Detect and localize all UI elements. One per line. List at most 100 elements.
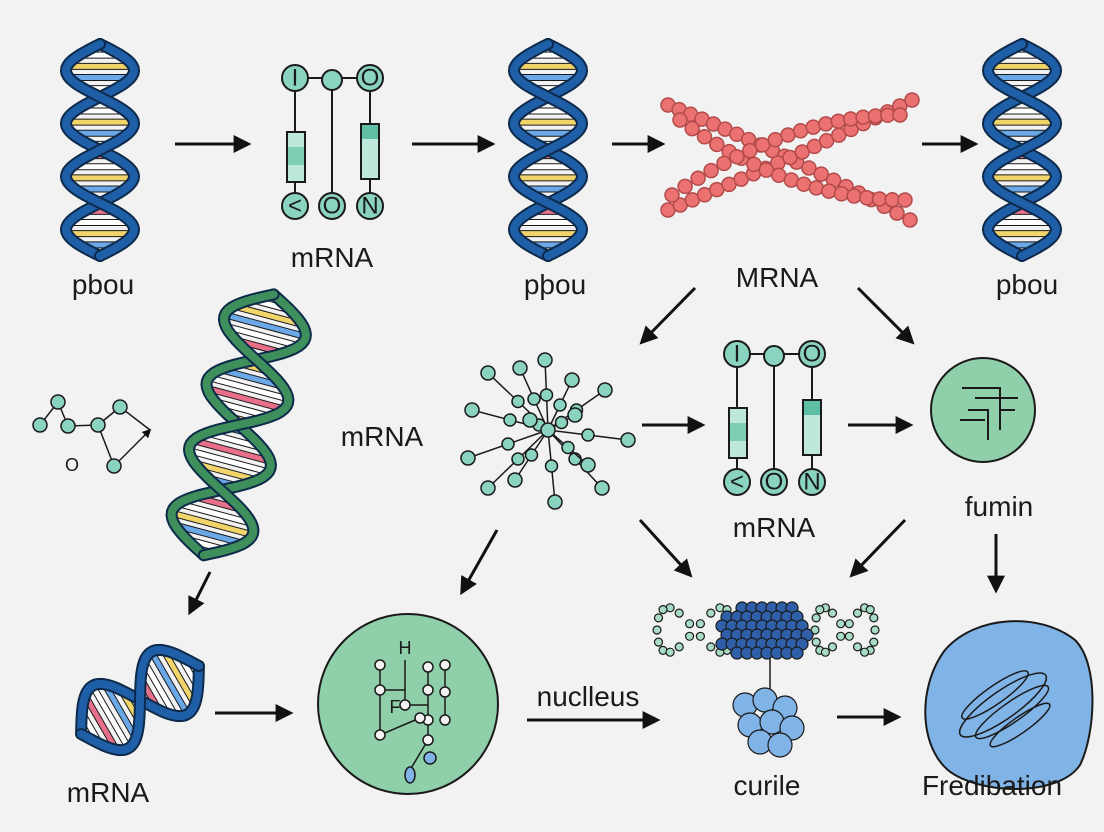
cluster-bead (852, 642, 863, 652)
network-node (594, 480, 610, 496)
protein-bead (833, 186, 850, 202)
protein-bead (871, 191, 888, 207)
protein-bead (889, 205, 905, 221)
protein-bead (716, 155, 732, 172)
protein-bead (830, 113, 847, 129)
network-node (537, 352, 553, 368)
dna-helix-green (165, 288, 312, 562)
protein-bead (818, 116, 834, 132)
helix-rung-fill (192, 438, 271, 464)
protein-bead (709, 136, 725, 153)
codon-glyph-bottom-right: N (361, 193, 378, 220)
cluster-bead (790, 646, 804, 660)
dna-helix-1 (59, 38, 141, 262)
network-node (512, 360, 528, 376)
cluster-bead (658, 604, 668, 615)
cluster-bead (653, 637, 664, 647)
cluster-bead (827, 642, 838, 652)
label-mrna-mid: mRNA (340, 421, 424, 452)
network-node (507, 472, 523, 488)
label-fumin: fumin (964, 491, 1034, 522)
cluster-bead (859, 647, 870, 657)
protein-bead (677, 178, 693, 195)
cell-glyph-f: F (390, 697, 401, 717)
protein-bead (690, 170, 706, 186)
cluster-bead (695, 631, 706, 641)
network-node (501, 437, 515, 451)
cluster-bead (674, 642, 684, 652)
network-node (503, 413, 517, 427)
helix-rung-fill (171, 510, 254, 538)
network-node (561, 440, 575, 455)
label-nucleus: nuclleus (536, 681, 640, 712)
dna-helix-green-strands (165, 288, 312, 562)
cluster-bead (706, 642, 716, 652)
cluster-bead (652, 625, 662, 635)
network-node (553, 398, 567, 412)
codon-glyph-mid-bottom-left: < (730, 469, 744, 496)
codon-glyph-top-right: O (361, 65, 380, 92)
codon-glyph-top-left: I (292, 65, 299, 92)
helix-rung-fill (177, 501, 253, 526)
helix-rung-fill (206, 385, 285, 412)
protein-bead (696, 129, 713, 145)
arrows (175, 135, 1005, 729)
organelle (924, 620, 1094, 790)
protein-bead (813, 166, 829, 182)
network-node (480, 480, 496, 496)
network-node (511, 394, 525, 409)
protein-bead (742, 142, 758, 159)
helix-rung-fill (224, 312, 307, 339)
cluster-bead (820, 647, 831, 657)
helix-strand (61, 40, 139, 260)
label-mrna-bottom: mRNA (66, 777, 150, 808)
network-node (539, 388, 554, 402)
helix-rung-fill (102, 683, 139, 740)
network-node (564, 372, 580, 388)
cluster-bead (870, 625, 880, 635)
cluster-bead (684, 631, 695, 641)
protein-bead (684, 120, 700, 137)
protein-bead (892, 107, 908, 123)
label-fredibation: Fredibation (921, 770, 1063, 801)
helix-rung-fill (207, 375, 289, 402)
network-node (511, 452, 525, 466)
protein-bead (859, 190, 875, 206)
network-hub (540, 422, 556, 438)
cell-glyph-h: H (399, 638, 412, 658)
label-pbou-1: pbou (71, 269, 135, 300)
protein-bead (672, 112, 688, 128)
cluster-bead (852, 608, 863, 618)
network-node (554, 415, 569, 430)
codon-glyph-mid-bottom-mid: O (765, 469, 784, 496)
cluster-bead (811, 613, 821, 623)
network-node (460, 450, 476, 466)
cluster-bead (811, 637, 821, 647)
cell-right (930, 357, 1036, 463)
cluster-bead (844, 631, 854, 641)
protein-bead (664, 187, 680, 203)
protein-bead (808, 180, 825, 196)
helix-rung-fill (219, 367, 284, 389)
network-node (620, 432, 636, 448)
cluster-bead (844, 619, 854, 629)
network-node (480, 365, 496, 381)
protein-bead (746, 156, 762, 173)
helix-strand (77, 645, 203, 755)
codon-ladder-top: I O < O N (281, 64, 384, 220)
protein-bead (792, 123, 809, 139)
network-node (567, 407, 583, 423)
cluster-bead (836, 619, 846, 629)
cluster-bead (865, 604, 875, 615)
codon-glyph-bottom-mid: O (323, 193, 342, 220)
codon-glyph-mid-top-left: I (734, 341, 741, 368)
cluster-bead (869, 613, 879, 623)
label-pbou-2: pþou (523, 269, 587, 300)
helix-strand (983, 40, 1061, 260)
network-node (527, 392, 541, 406)
small-molecule-glyph: O (65, 455, 79, 475)
codon-ladder-mid: I O < O N (723, 340, 826, 496)
cell-bottom: H F (317, 613, 499, 795)
cluster-bead (674, 608, 684, 618)
protein-bead (729, 148, 745, 165)
